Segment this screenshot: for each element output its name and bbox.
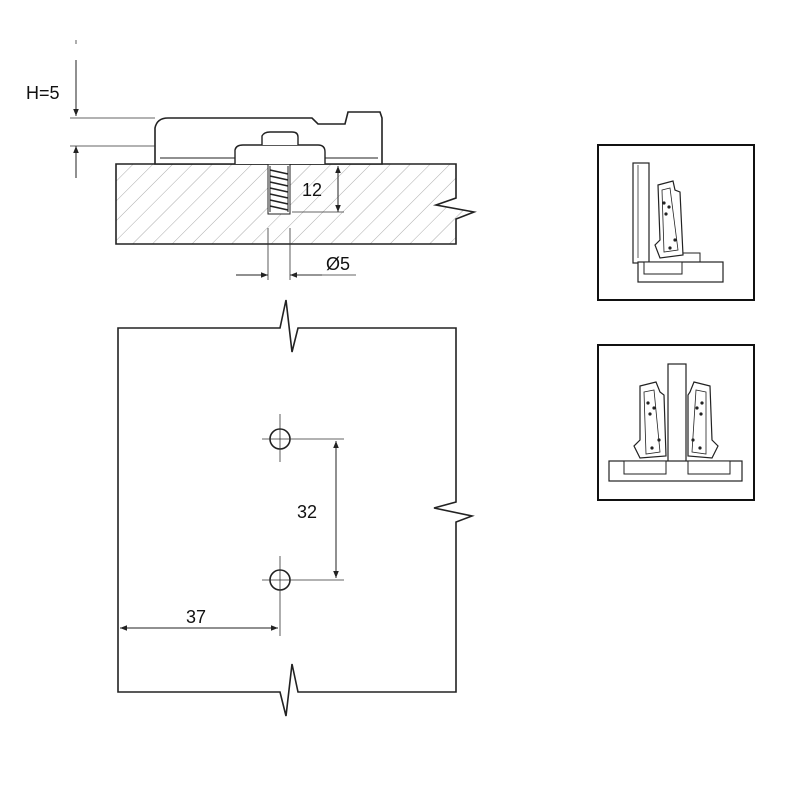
- hole-spacing-dimension: 32: [297, 441, 339, 578]
- edge-distance-label: 37: [186, 607, 206, 627]
- hinge-pair-view-icon: [597, 344, 755, 501]
- screw-head: [261, 131, 299, 145]
- screw-depth-dimension: 12: [292, 166, 344, 213]
- plate-base: [234, 144, 326, 164]
- edge-distance-dimension: 37: [120, 607, 278, 631]
- hole-diameter-dimension: Ø5: [236, 254, 356, 278]
- section-view: H=5 12 Ø5: [26, 40, 477, 280]
- drill-hole-top: [262, 414, 344, 462]
- plate-height-label: H=5: [26, 83, 60, 103]
- screw-depth-label: 12: [302, 180, 322, 200]
- hinge-side-view-icon: [597, 144, 755, 301]
- plate-height-dimension: H=5: [26, 40, 155, 178]
- drill-hole-bottom: [262, 556, 344, 636]
- panel-cross-section: [115, 163, 477, 245]
- plan-view: 32 37: [117, 299, 475, 717]
- screw-thread: [269, 166, 289, 212]
- hole-diameter-label: Ø5: [326, 254, 350, 274]
- hole-spacing-label: 32: [297, 502, 317, 522]
- panel-outline: [117, 299, 475, 717]
